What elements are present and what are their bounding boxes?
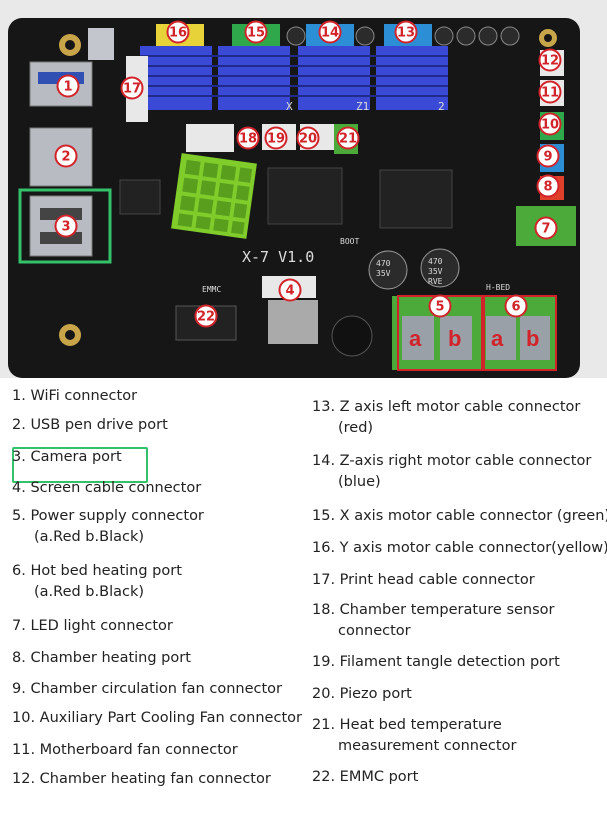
terminal-label-b: b	[526, 326, 539, 351]
callout-badge-6: 6	[504, 294, 528, 318]
callout-badge-20: 20	[296, 126, 320, 150]
connector	[186, 124, 234, 152]
svg-text:9: 9	[543, 150, 552, 165]
callout-badge-19: 19	[264, 126, 288, 150]
chip	[119, 179, 161, 215]
piezo-buzzer	[331, 315, 373, 357]
svg-text:16: 16	[169, 26, 187, 41]
board-model-label: X-7 V1.0	[242, 248, 314, 266]
chip	[379, 169, 453, 229]
svg-text:RVE: RVE	[428, 277, 443, 286]
capacitor-large	[420, 248, 460, 288]
callout-badge-18: 18	[236, 126, 260, 150]
svg-text:20: 20	[299, 132, 317, 147]
svg-text:470: 470	[428, 257, 443, 266]
terminal-label-b: b	[448, 326, 461, 351]
svg-text:2: 2	[61, 150, 70, 165]
legend-entry: 1. WiFi connector	[12, 388, 138, 404]
legend-entry: 4. Screen cable connector	[12, 480, 202, 496]
svg-text:14: 14	[321, 26, 339, 41]
svg-text:470: 470	[376, 259, 391, 268]
callout-badge-9: 9	[536, 144, 560, 168]
svg-text:2: 2	[438, 100, 445, 113]
svg-text:12: 12	[541, 54, 559, 69]
svg-text:22: 22	[197, 310, 215, 325]
svg-text:EMMC: EMMC	[202, 285, 221, 294]
svg-text:Z1: Z1	[356, 100, 369, 113]
callout-badge-2: 2	[54, 144, 78, 168]
callout-badge-21: 21	[336, 126, 360, 150]
svg-text:5: 5	[435, 300, 444, 315]
camera-port-highlight	[18, 188, 112, 264]
camera-port-legend-highlight	[12, 447, 148, 483]
connector	[268, 300, 318, 344]
legend-entry: 7. LED light connector	[12, 618, 173, 634]
legend-entry: 6. Hot bed heating port(a.Red b.Black)	[12, 563, 182, 600]
callout-badge-14: 14	[318, 20, 342, 44]
svg-text:7: 7	[541, 222, 550, 237]
svg-text:4: 4	[285, 284, 294, 299]
svg-text:X: X	[286, 100, 293, 113]
chip	[267, 167, 343, 225]
svg-text:6: 6	[511, 300, 520, 315]
svg-text:15: 15	[247, 26, 265, 41]
capacitor-large	[368, 250, 408, 290]
svg-text:17: 17	[123, 82, 141, 97]
legend-entry: 15. X axis motor cable connector (green)	[312, 508, 607, 524]
capacitors	[286, 26, 520, 46]
callout-badge-1: 1	[56, 74, 80, 98]
legend-entry: 8. Chamber heating port	[12, 650, 191, 666]
svg-text:19: 19	[267, 132, 285, 147]
callout-badge-15: 15	[244, 20, 268, 44]
legend-entry: 20. Piezo port	[312, 686, 412, 702]
callout-badge-17: 17	[120, 76, 144, 100]
callout-badge-4: 4	[278, 278, 302, 302]
svg-text:BOOT: BOOT	[340, 237, 359, 246]
callout-badge-16: 16	[166, 20, 190, 44]
usb-port	[29, 127, 93, 187]
legend-entry: 5. Power supply connector(a.Red b.Black)	[12, 508, 204, 545]
legend-entry: 14. Z-axis right motor cable connector(b…	[312, 453, 592, 490]
svg-text:3: 3	[61, 220, 70, 235]
callout-badge-11: 11	[538, 80, 562, 104]
legend-entry: 2. USB pen drive port	[12, 417, 168, 433]
callout-badge-10: 10	[538, 112, 562, 136]
board-illustration: 470 35V 470 35V RVE a b a b X-7 V1.0 X Z…	[8, 18, 580, 378]
terminal-label-a: a	[409, 326, 422, 351]
svg-text:H-BED: H-BED	[486, 283, 510, 292]
legend-entry: 3. Camera port	[12, 449, 122, 465]
svg-text:21: 21	[339, 132, 357, 147]
legend-entry: 12. Chamber heating fan connector	[12, 771, 271, 787]
terminal-label-a: a	[491, 326, 504, 351]
svg-text:35V: 35V	[428, 267, 443, 276]
legend-entry: 13. Z axis left motor cable connector(re…	[312, 399, 581, 436]
callout-badge-7: 7	[534, 216, 558, 240]
usb-c-port	[88, 28, 114, 60]
callout-badge-12: 12	[538, 48, 562, 72]
legend-entry: 22. EMMC port	[312, 769, 419, 785]
svg-text:1: 1	[63, 80, 72, 95]
legend-entry: 16. Y axis motor cable connector(yellow)	[312, 540, 607, 556]
svg-text:11: 11	[541, 86, 559, 101]
svg-text:35V: 35V	[376, 269, 391, 278]
callout-badge-8: 8	[536, 174, 560, 198]
legend-entry: 11. Motherboard fan connector	[12, 742, 238, 758]
svg-text:8: 8	[543, 180, 552, 195]
svg-text:10: 10	[541, 118, 559, 133]
legend-entry: 17. Print head cable connector	[312, 572, 535, 588]
legend-entry: 9. Chamber circulation fan connector	[12, 681, 282, 697]
board-photo: 470 35V 470 35V RVE a b a b X-7 V1.0 X Z…	[0, 0, 607, 378]
callout-badge-13: 13	[394, 20, 418, 44]
callout-badge-3: 3	[54, 214, 78, 238]
svg-text:18: 18	[239, 132, 257, 147]
svg-text:13: 13	[397, 26, 415, 41]
legend-entry: 19. Filament tangle detection port	[312, 654, 560, 670]
legend-entry: 10. Auxiliary Part Cooling Fan connector	[12, 710, 302, 726]
callout-badge-22: 22	[194, 304, 218, 328]
callout-badge-5: 5	[428, 294, 452, 318]
driver-heatsinks	[140, 46, 448, 110]
